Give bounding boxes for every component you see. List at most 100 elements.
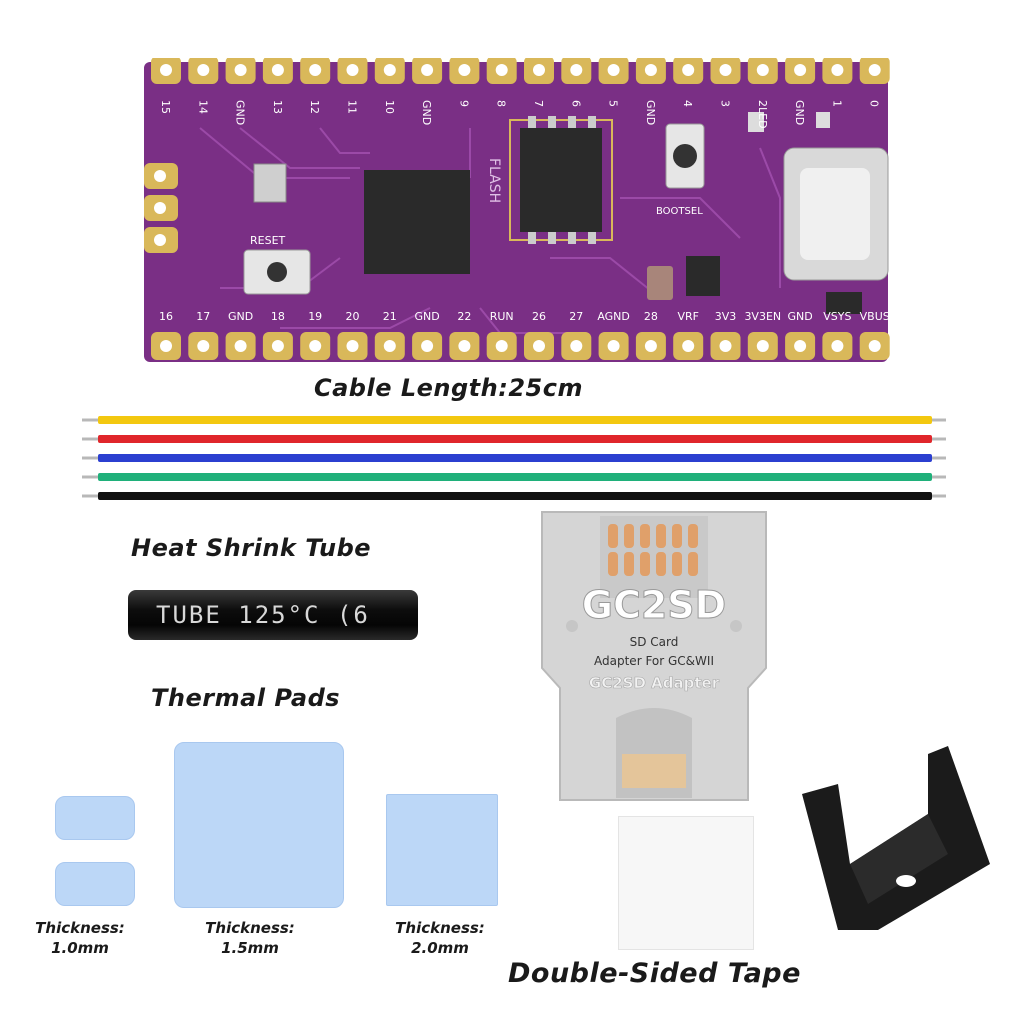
bottom-pin-hole xyxy=(756,340,769,352)
bottom-pin-label: 21 xyxy=(383,310,397,323)
top-pin-label: 1 xyxy=(830,100,843,107)
bottom-pin-label: 19 xyxy=(308,310,322,323)
top-pin-label: 8 xyxy=(495,100,508,107)
adapter-line1: SD Card xyxy=(630,635,679,649)
gc2sd-adapter: GC2SD SD Card Adapter For GC&WII GC2SD A… xyxy=(541,511,767,801)
wire-tip xyxy=(82,437,98,441)
thermal-pad-1mm-top xyxy=(55,796,135,840)
bottom-pin-hole xyxy=(458,340,471,352)
top-pin-label: GND xyxy=(420,100,433,125)
top-pin-hole xyxy=(868,64,881,76)
top-pin-hole xyxy=(570,64,583,76)
wire-tip xyxy=(932,437,946,441)
adapter-contact xyxy=(656,552,666,576)
top-pin-hole xyxy=(271,64,284,76)
bottom-pin-label: 17 xyxy=(196,310,210,323)
top-pin-label: 14 xyxy=(196,100,209,114)
bottom-pin-hole xyxy=(868,340,881,352)
top-pin-hole xyxy=(495,64,508,76)
bottom-pin-label: VRF xyxy=(677,310,699,323)
bottom-pin-label: 20 xyxy=(346,310,360,323)
bottom-pin-hole xyxy=(421,340,434,352)
wire xyxy=(98,416,932,424)
top-pin-hole xyxy=(719,64,732,76)
black-bracket xyxy=(802,746,990,930)
wire-tip xyxy=(82,418,98,422)
adapter-contact xyxy=(624,524,634,548)
bottom-pin-label: 3V3EN xyxy=(744,310,781,323)
wire-bundle xyxy=(82,416,946,500)
top-pin-label: 5 xyxy=(607,100,620,107)
pads-caption: Thermal Pads xyxy=(151,684,341,712)
top-pin-hole xyxy=(756,64,769,76)
swd-pad-hole xyxy=(154,170,166,182)
adapter-contact xyxy=(640,524,650,548)
adapter-contact xyxy=(624,552,634,576)
adapter-contact xyxy=(688,524,698,548)
bottom-pin-hole xyxy=(682,340,695,352)
bottom-pin-hole xyxy=(644,340,657,352)
wire-tip xyxy=(932,475,946,479)
reset-label: RESET xyxy=(250,234,286,247)
flash-chip-leg xyxy=(528,116,536,128)
bottom-pin-hole xyxy=(197,340,210,352)
top-pin-hole xyxy=(309,64,322,76)
top-pin-hole xyxy=(421,64,434,76)
adapter-contact xyxy=(656,524,666,548)
bottom-pin-hole xyxy=(831,340,844,352)
bottom-pin-label: RUN xyxy=(490,310,514,323)
cable-caption: Cable Length:25cm xyxy=(314,374,583,402)
pad-thickness-2: Thickness:1.5mm xyxy=(205,919,295,957)
top-pin-hole xyxy=(607,64,620,76)
top-pin-label: 7 xyxy=(532,100,545,107)
swd-pad-hole xyxy=(154,234,166,246)
bottom-pin-label: VBUS xyxy=(860,310,890,323)
bottom-pin-label: GND xyxy=(787,310,812,323)
top-pin-label: 13 xyxy=(271,100,284,114)
flash-chip-leg xyxy=(548,232,556,244)
bottom-pin-hole xyxy=(570,340,583,352)
top-pin-hole xyxy=(197,64,210,76)
flash-chip-leg xyxy=(588,232,596,244)
bottom-pin-hole xyxy=(794,340,807,352)
wire-tip xyxy=(82,475,98,479)
pad-thickness-1: Thickness:1.0mm xyxy=(35,919,125,957)
bottom-pin-hole xyxy=(719,340,732,352)
adapter-line3: GC2SD Adapter xyxy=(589,674,720,692)
adapter-contact xyxy=(608,552,618,576)
top-pin-label: 11 xyxy=(346,100,359,114)
wire-tip xyxy=(82,494,98,498)
heat-shrink-tube: TUBE 125°C (6 xyxy=(128,590,418,640)
wire-tip xyxy=(932,418,946,422)
top-pin-label: 9 xyxy=(457,100,470,107)
flash-chip-leg xyxy=(568,232,576,244)
bottom-pin-label: 22 xyxy=(457,310,471,323)
adapter-contact xyxy=(672,524,682,548)
top-pin-label: 15 xyxy=(159,100,172,114)
top-pin-label: GND xyxy=(234,100,247,125)
flash-label: FLASH xyxy=(486,158,502,203)
top-pin-hole xyxy=(533,64,545,76)
top-pin-hole xyxy=(682,64,695,76)
top-pin-hole xyxy=(160,64,172,76)
adapter-title: GC2SD xyxy=(582,583,726,627)
bottom-pin-label: GND xyxy=(414,310,439,323)
bottom-pin-hole xyxy=(160,340,172,352)
adapter-contact xyxy=(672,552,682,576)
tape-caption: Double-Sided Tape xyxy=(508,958,801,989)
top-pin-hole xyxy=(831,64,844,76)
bottom-pin-hole xyxy=(309,340,322,352)
bottom-pin-label: 26 xyxy=(532,310,546,323)
pad-thickness-3: Thickness:2.0mm xyxy=(395,919,485,957)
bottom-pin-label: GND xyxy=(228,310,253,323)
wire xyxy=(98,473,932,481)
bottom-pin-label: AGND xyxy=(597,310,630,323)
wire-tip xyxy=(932,456,946,460)
top-pin-label: GND xyxy=(793,100,806,125)
wire xyxy=(98,454,932,462)
adapter-contact xyxy=(608,524,618,548)
bottom-pin-hole xyxy=(234,340,247,352)
flash-chip-leg xyxy=(588,116,596,128)
top-pin-hole xyxy=(383,64,396,76)
